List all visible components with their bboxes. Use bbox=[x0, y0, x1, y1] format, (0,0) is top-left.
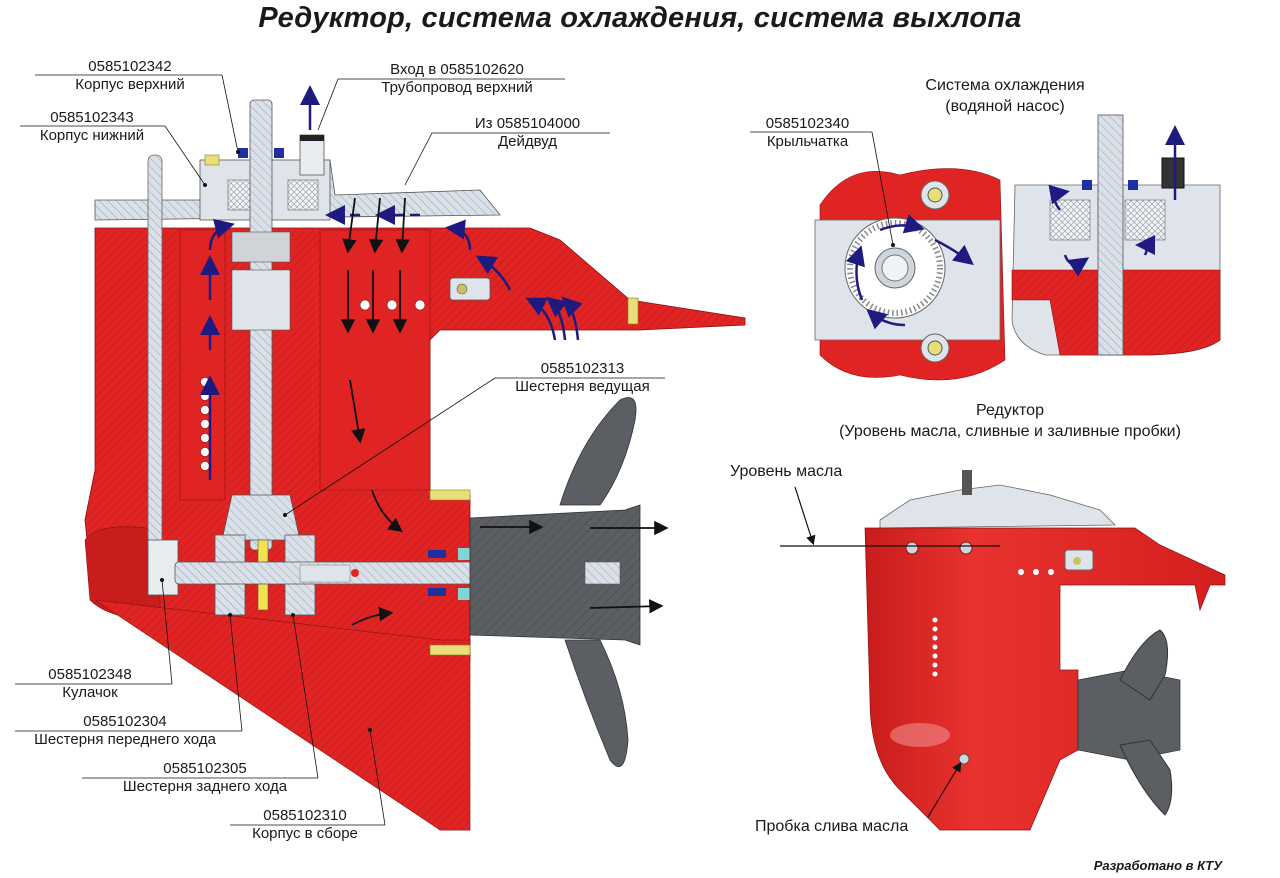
oil-level-plug-2 bbox=[959, 541, 973, 555]
main-cross-section bbox=[15, 74, 746, 831]
callout-name: Трубопровод верхний bbox=[381, 79, 533, 96]
gearbox-top-metal bbox=[879, 484, 1116, 529]
oil-level-label: Уровень масла bbox=[730, 463, 843, 480]
propeller-hub bbox=[469, 504, 641, 646]
callout-leaders bbox=[15, 74, 665, 826]
callout-name: Шестерня ведущая bbox=[515, 378, 650, 395]
gearbox-exterior-view bbox=[780, 470, 1226, 831]
callout-code: Из 0585104000 bbox=[474, 115, 581, 132]
callout-name: Корпус верхний bbox=[75, 76, 185, 93]
callout-code: 0585102304 bbox=[83, 713, 167, 730]
heading-line2: (водяной насос) bbox=[945, 98, 1065, 115]
drain-plug bbox=[958, 753, 970, 765]
page-title: Редуктор, система охлаждения, система вы… bbox=[258, 2, 1022, 34]
heading-line1: Редуктор bbox=[976, 402, 1044, 419]
gearbox-section-heading: Редуктор (Уровень масла, сливные и залив… bbox=[780, 400, 1240, 442]
callout-code: 0585102340 bbox=[765, 115, 850, 132]
callout-code: 0585102348 bbox=[48, 666, 132, 683]
torpedo-highlight bbox=[890, 723, 950, 747]
propeller-blade-bottom bbox=[564, 639, 629, 767]
callout-reverse-gear: 0585102305 Шестерня заднего хода bbox=[95, 760, 315, 796]
anode bbox=[449, 277, 491, 301]
callout-name: Шестерня заднего хода bbox=[122, 778, 288, 795]
exterior-blade-top bbox=[1119, 629, 1169, 701]
callout-housing-assembly: 0585102310 Корпус в сборе bbox=[230, 807, 380, 843]
callout-name: Крыльчатка bbox=[766, 133, 849, 150]
heading-line1: Система охлаждения bbox=[925, 77, 1085, 94]
callout-code: 0585102313 bbox=[540, 360, 625, 377]
callout-code: 0585102310 bbox=[263, 807, 347, 824]
cooling-section-heading: Система охлаждения (водяной насос) bbox=[900, 75, 1110, 117]
pump-outlet-tube bbox=[1161, 157, 1185, 189]
callout-drive-pinion: 0585102313 Шестерня ведущая bbox=[500, 360, 665, 396]
pump-shaft bbox=[1097, 114, 1124, 356]
heading-line2: (Уровень масла, сливные и заливные пробк… bbox=[839, 423, 1181, 440]
exhaust-flow-arrows bbox=[340, 197, 669, 626]
callout-lower-housing: 0585102343 Корпус нижний bbox=[22, 109, 162, 145]
exterior-blade-bottom bbox=[1119, 739, 1173, 816]
exterior-intake-holes bbox=[932, 569, 1054, 677]
water-pump-views bbox=[750, 114, 1221, 381]
callout-code: 0585102305 bbox=[163, 760, 247, 777]
gearbox-body-red bbox=[864, 527, 1226, 831]
callout-code: 0585102342 bbox=[88, 58, 172, 75]
callout-forward-gear: 0585102304 Шестерня переднего хода bbox=[10, 713, 240, 749]
callout-upper-pipe: Вход в 0585102620 Трубопровод верхний bbox=[352, 61, 562, 97]
callout-upper-housing: 0585102342 Корпус верхний bbox=[40, 58, 220, 94]
pinion-gear bbox=[221, 494, 301, 541]
callout-stern-tube: Из 0585104000 Дейдвуд bbox=[445, 115, 610, 151]
callout-name: Корпус в сборе bbox=[252, 825, 358, 842]
callout-cam: 0585102348 Кулачок bbox=[15, 666, 165, 702]
callout-name: Кулачок bbox=[62, 684, 118, 701]
callout-name: Корпус нижний bbox=[39, 127, 145, 144]
callout-code: Вход в 0585102620 bbox=[390, 61, 524, 78]
callout-code: 0585102343 bbox=[50, 109, 134, 126]
callout-name: Шестерня переднего хода bbox=[34, 731, 216, 748]
skeg bbox=[94, 599, 471, 831]
shift-rod bbox=[147, 154, 163, 556]
callout-impeller: 0585102340 Крыльчатка bbox=[745, 115, 870, 151]
oil-level-plug-1 bbox=[905, 541, 919, 555]
credit-text: Разработано в КТУ bbox=[1093, 858, 1222, 873]
drain-plug-label: Пробка слива масла bbox=[755, 818, 909, 835]
propeller-blade-top bbox=[559, 397, 637, 506]
callout-name: Дейдвуд bbox=[497, 133, 558, 150]
water-flow-arrows bbox=[200, 85, 583, 480]
